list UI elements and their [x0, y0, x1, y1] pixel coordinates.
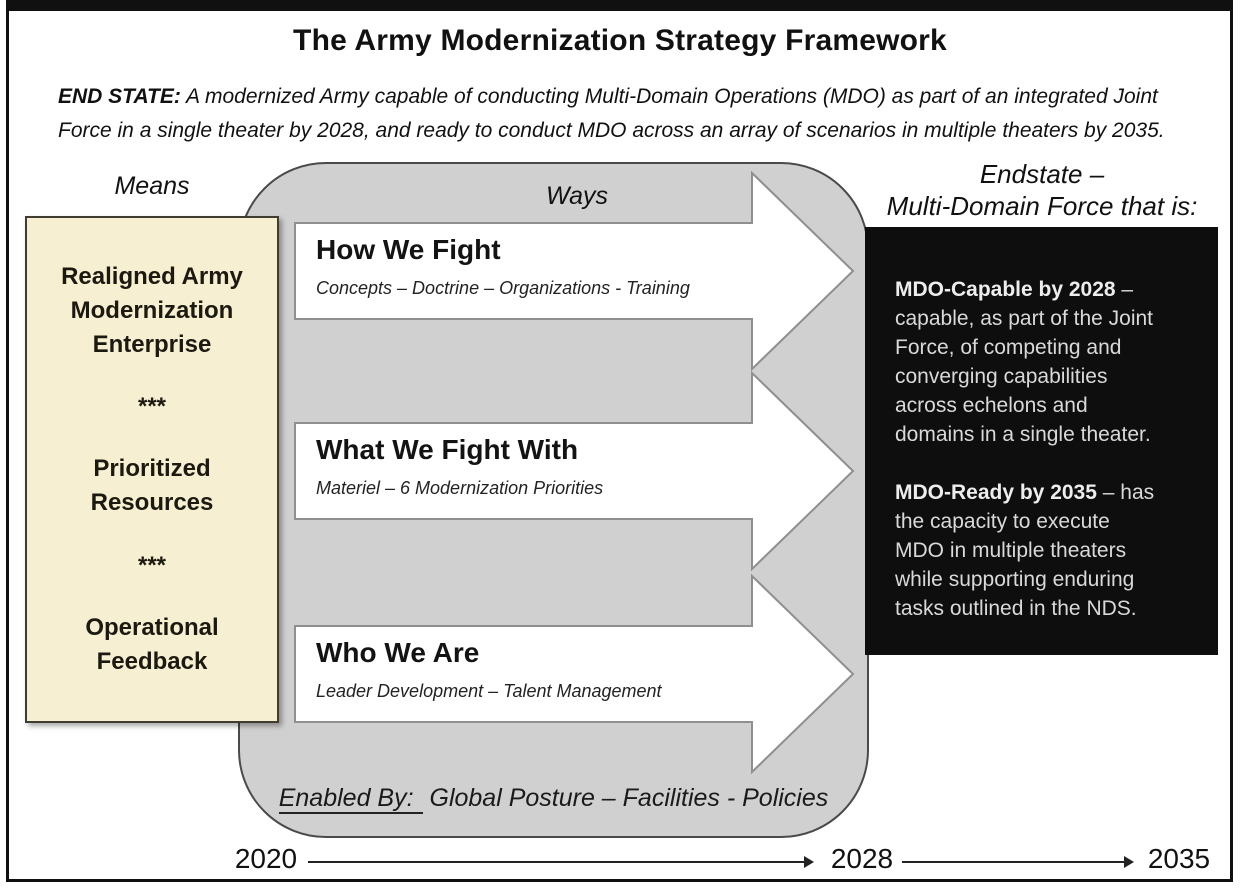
page-title: The Army Modernization Strategy Framewor…	[293, 24, 947, 57]
end-state-lead: END STATE:	[58, 85, 181, 108]
endstate-column-label: Endstate – Multi-Domain Force that is:	[886, 159, 1198, 221]
ways-column-label: Ways	[545, 182, 609, 210]
means-item-realigned-enterprise: Realigned Army Modernization Enterprise	[61, 263, 243, 359]
means-item-prioritized-resources: Prioritized Resources	[90, 455, 214, 517]
enabled-by-text: Global Posture – Facilities - Policies	[422, 784, 829, 812]
means-item-operational-feedback: Operational Feedback	[85, 613, 219, 675]
timeline-year-2020: 2020	[234, 843, 298, 874]
timeline-year-2035: 2035	[1147, 843, 1211, 874]
timeline-arrow-2020-2028	[308, 856, 814, 868]
timeline-year-2028: 2028	[830, 843, 894, 874]
arrow-who-we-are: Who We Are Leader Development – Talent M…	[294, 573, 856, 775]
arrow-subtitle: Leader Development – Talent Management	[316, 681, 662, 701]
mdo-ready-paragraph: MDO-Ready by 2035 – has the capacity to …	[895, 478, 1200, 623]
block-arrow-right-icon	[294, 573, 855, 775]
arrow-subtitle: Concepts – Doctrine – Organizations - Tr…	[316, 278, 690, 298]
mdo-capable-lead: MDO-Capable by 2028	[895, 278, 1116, 301]
block-arrow-right-icon	[294, 370, 855, 572]
block-arrow-right-icon	[294, 170, 855, 372]
arrow-title: What We Fight With	[316, 434, 579, 465]
arrow-title: Who We Are	[316, 637, 480, 668]
end-state-text: A modernized Army capable of conducting …	[58, 85, 1165, 142]
enabled-by-line: Enabled By: Global Posture – Facilities …	[238, 784, 869, 814]
mdo-capable-paragraph: MDO-Capable by 2028 – capable, as part o…	[895, 275, 1200, 449]
means-column-label: Means	[114, 172, 190, 200]
arrow-subtitle: Materiel – 6 Modernization Priorities	[316, 478, 604, 498]
end-state-summary: END STATE: A modernized Army capable of …	[58, 80, 1188, 148]
mdo-capable-text: – capable, as part of the Joint Force, o…	[895, 278, 1153, 446]
timeline-arrow-2028-2035	[902, 856, 1134, 868]
means-box: Realigned Army Modernization Enterprise …	[25, 216, 279, 723]
arrow-what-we-fight-with: What We Fight With Materiel – 6 Moderniz…	[294, 370, 856, 572]
mdo-ready-text: – has the capacity to execute MDO in mul…	[895, 481, 1155, 620]
mdo-ready-lead: MDO-Ready by 2035	[895, 481, 1097, 504]
stars-separator: ***	[137, 551, 167, 579]
enabled-by-lead: Enabled By:	[278, 784, 423, 814]
endstate-box: MDO-Capable by 2028 – capable, as part o…	[865, 227, 1218, 655]
stars-separator: ***	[137, 393, 167, 421]
outer-border	[6, 0, 1233, 882]
arrow-how-we-fight: How We Fight Concepts – Doctrine – Organ…	[294, 170, 856, 372]
arrow-title: How We Fight	[316, 234, 501, 265]
